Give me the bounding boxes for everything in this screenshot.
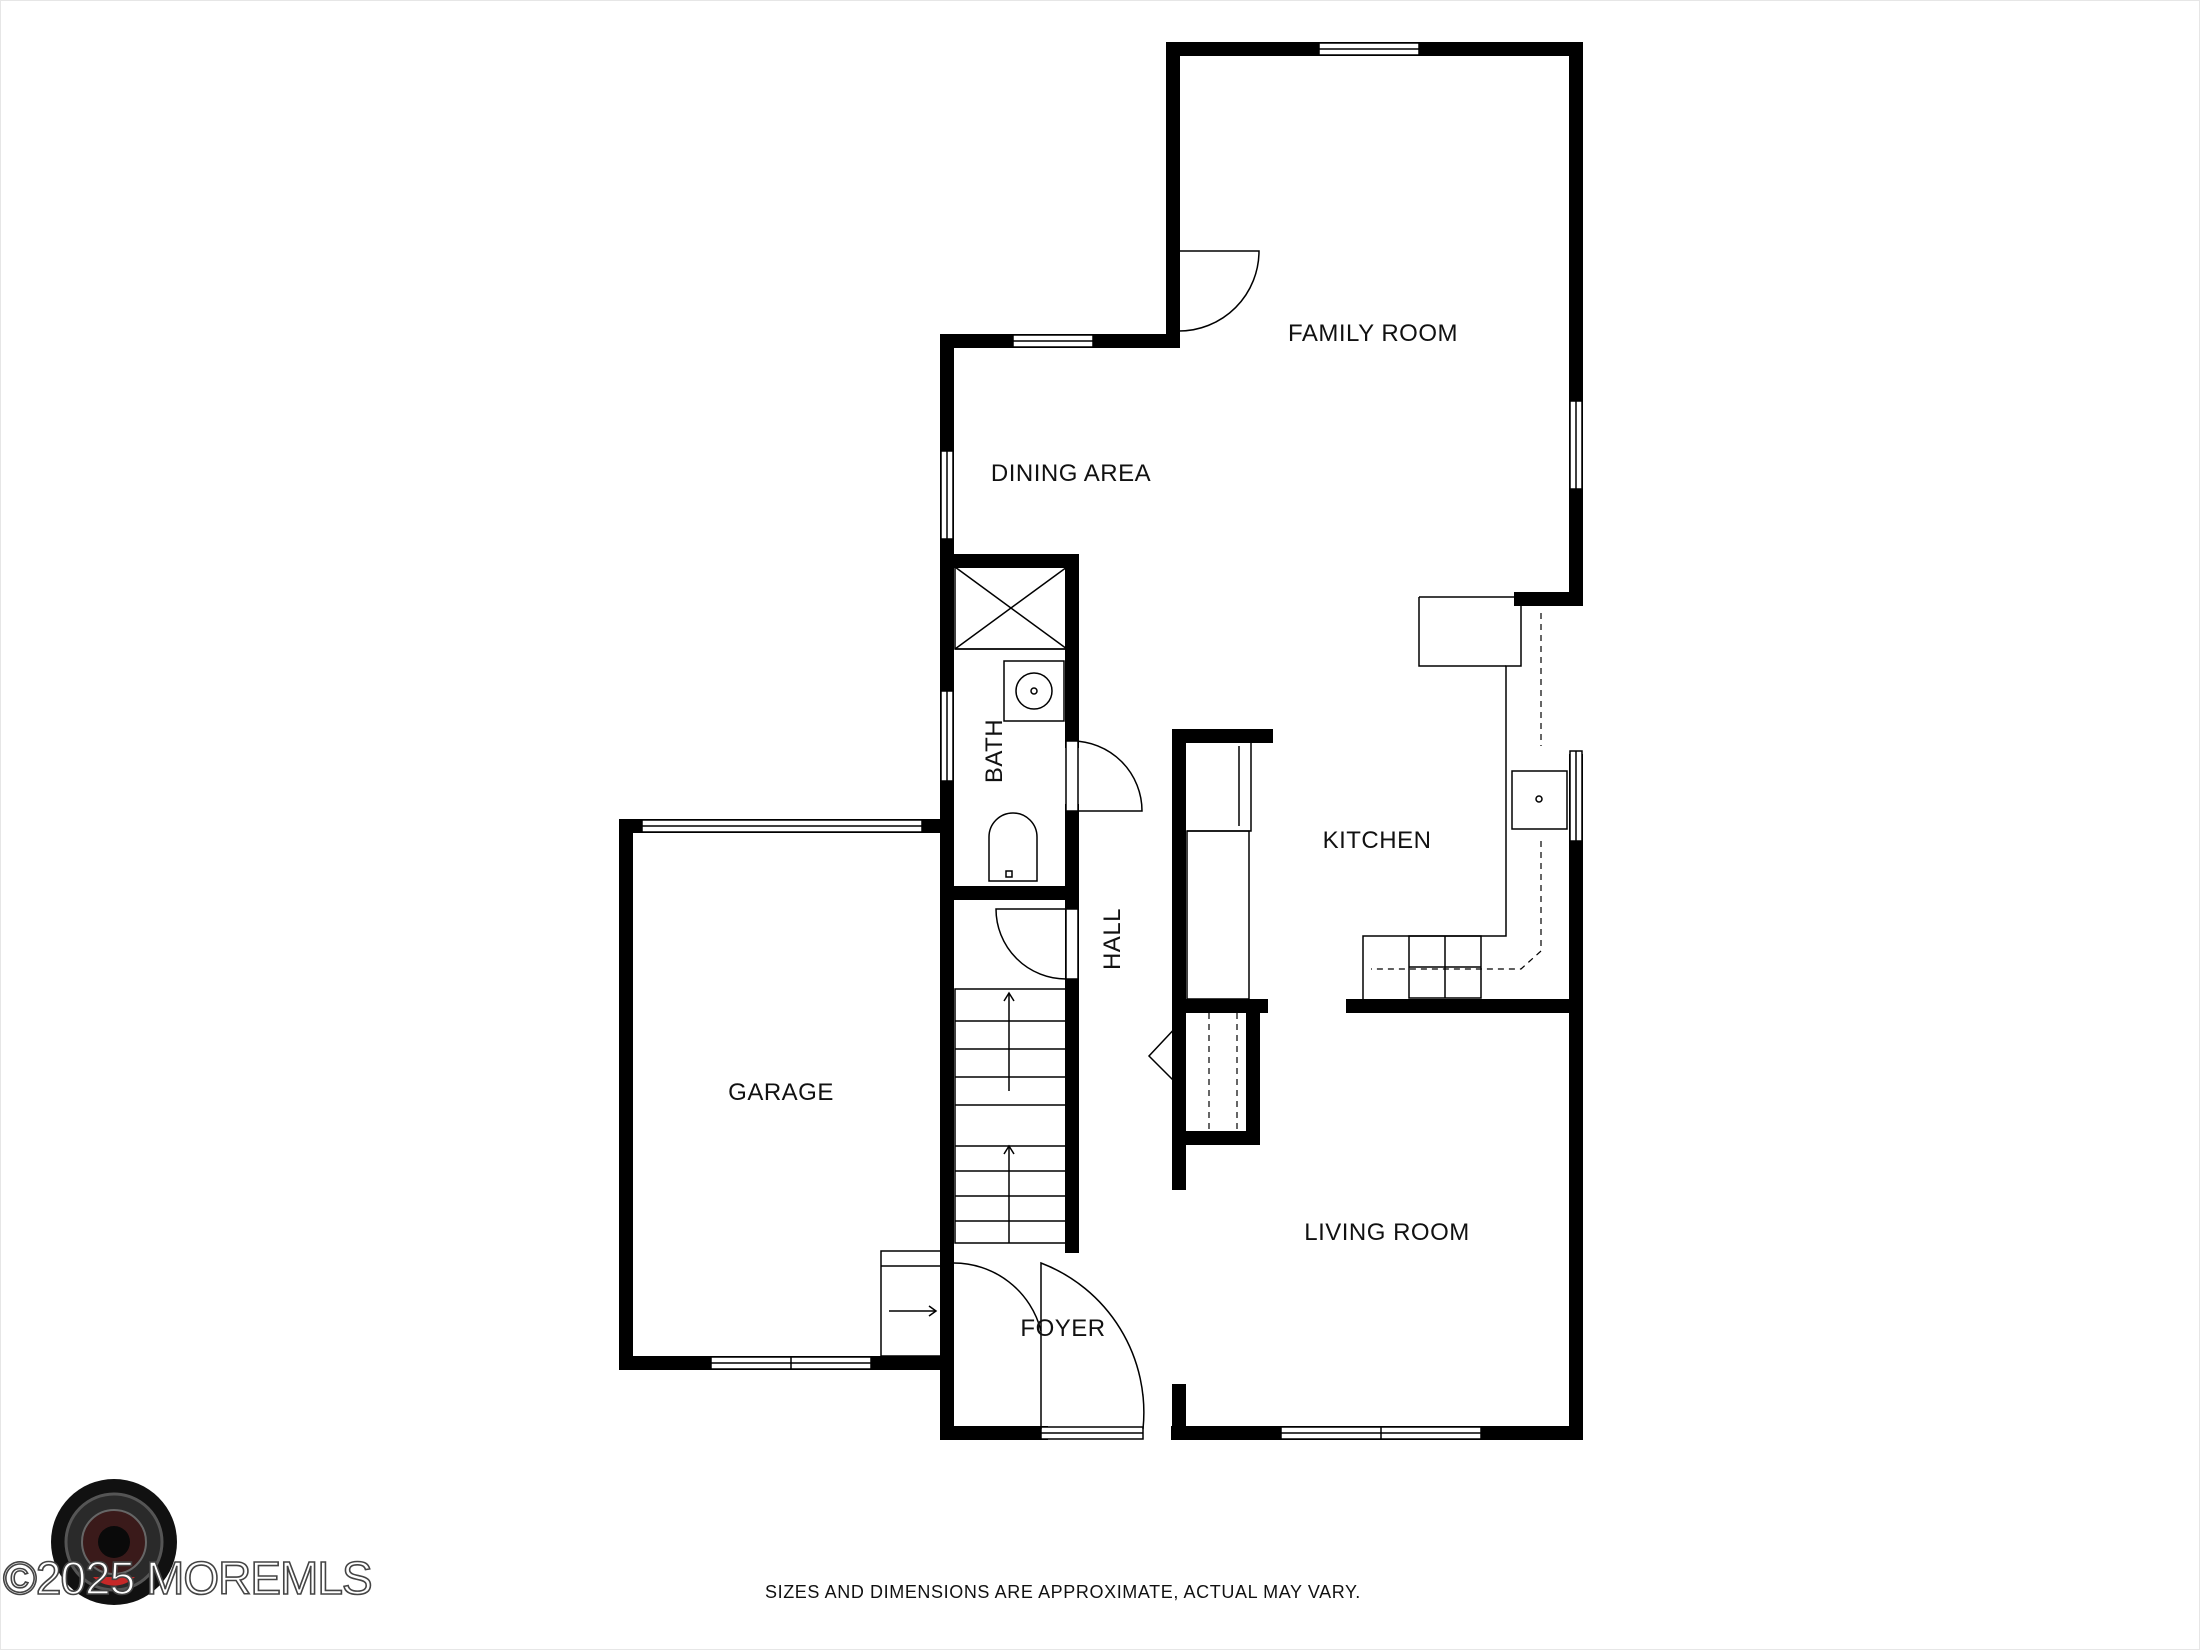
living-room-label: LIVING ROOM xyxy=(1304,1219,1470,1246)
stairs xyxy=(880,988,1068,1357)
family-room-label: FAMILY ROOM xyxy=(1288,320,1458,347)
bath-label: BATH xyxy=(981,718,1008,784)
doors xyxy=(952,250,1260,1430)
hall-label: HALL xyxy=(1099,907,1126,971)
kitchen-counters xyxy=(1186,596,1568,1002)
foyer-label: FOYER xyxy=(1020,1315,1106,1342)
disclaimer-text: SIZES AND DIMENSIONS ARE APPROXIMATE, AC… xyxy=(765,1582,1361,1602)
upper-cabinets xyxy=(1208,613,1542,1131)
windows xyxy=(641,42,1583,1440)
bath-fixtures xyxy=(954,566,1068,882)
camera-lens-logo xyxy=(51,1479,177,1605)
garage-label: GARAGE xyxy=(728,1079,834,1106)
dining-area-label: DINING AREA xyxy=(990,460,1152,487)
copyright-watermark: ©2025 MOREMLS xyxy=(2,1551,373,1605)
kitchen-label: KITCHEN xyxy=(1322,827,1432,854)
